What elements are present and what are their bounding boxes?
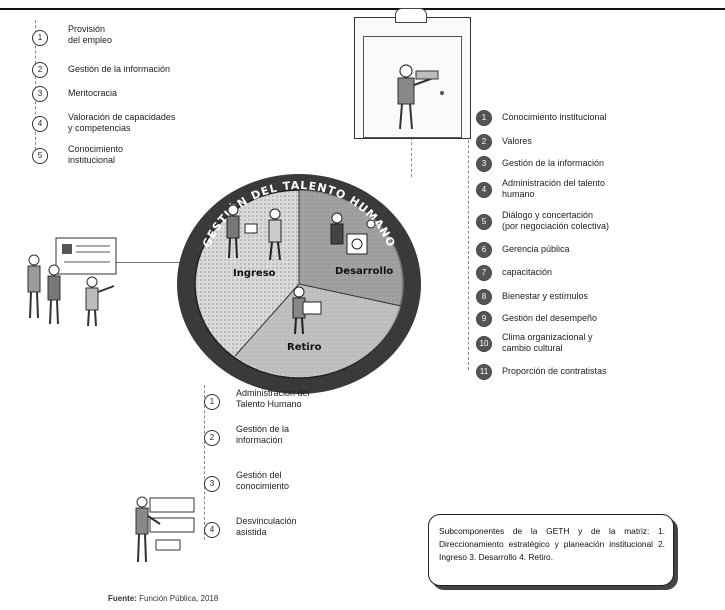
number-badge: 2 xyxy=(32,62,48,78)
connector-bottom-vertical xyxy=(204,385,205,540)
number-badge: 7 xyxy=(476,265,492,281)
item-label: Gestión del conocimiento xyxy=(236,470,290,491)
number-badge: 4 xyxy=(204,522,220,538)
person-icon xyxy=(397,64,444,130)
item-label: Administración del Talento Humano xyxy=(236,388,310,409)
item-label: Diálogo y concertación (por negociación … xyxy=(502,210,610,231)
elevator-illustration xyxy=(354,8,471,139)
item-label: Valores xyxy=(502,136,532,146)
item-label: Meritocracia xyxy=(68,88,118,98)
item-label: Gestión de la información xyxy=(68,64,171,74)
ingreso-label: Ingreso xyxy=(233,268,276,279)
item-label: Gestión de la información xyxy=(502,158,605,168)
sector-divider xyxy=(234,283,300,357)
elevator-cabin xyxy=(363,36,462,138)
number-badge: 11 xyxy=(476,364,492,380)
connector-right-vertical xyxy=(468,120,469,370)
item-label: Valoración de capacidades y competencias xyxy=(68,112,176,133)
item-label: Conocimiento institucional xyxy=(68,144,124,165)
callout-text: Subcomponentes de la GETH y de la matriz… xyxy=(439,526,665,562)
retiro-label: Retiro xyxy=(287,342,322,353)
item-label: capacitación xyxy=(502,267,553,277)
talent-wheel-diagram: GESTIÓN DEL TALENTO HUMANO Ingreso Desar… xyxy=(177,174,421,394)
item-label: Gestión de la información xyxy=(236,424,290,445)
number-badge: 8 xyxy=(476,289,492,305)
number-badge: 10 xyxy=(476,336,492,352)
subcomponents-callout: Subcomponentes de la GETH y de la matriz… xyxy=(428,514,674,586)
exit-person-illustration xyxy=(135,496,195,563)
item-label: Bienestar y estímulos xyxy=(502,291,589,301)
sector-divider xyxy=(298,283,402,307)
number-badge: 3 xyxy=(32,86,48,102)
item-label: Provisión del empleo xyxy=(68,24,113,45)
number-badge: 4 xyxy=(476,182,492,198)
source-note: Fuente: Función Pública, 2018 xyxy=(108,594,218,603)
number-badge: 1 xyxy=(476,110,492,126)
ingreso-figures xyxy=(226,204,282,261)
desarrollo-figures xyxy=(330,212,376,255)
number-badge: 9 xyxy=(476,311,492,327)
number-badge: 4 xyxy=(32,116,48,132)
item-label: Conocimiento institucional xyxy=(502,112,607,122)
desarrollo-label: Desarrollo xyxy=(335,266,393,277)
number-badge: 3 xyxy=(476,156,492,172)
retiro-figure xyxy=(292,286,322,335)
presentation-board-icon xyxy=(55,237,117,275)
top-rule xyxy=(0,8,725,10)
number-badge: 3 xyxy=(204,476,220,492)
item-label: Administración del talento humano xyxy=(502,178,606,199)
number-badge: 1 xyxy=(32,30,48,46)
number-badge: 1 xyxy=(204,394,220,410)
source-text: Función Pública, 2018 xyxy=(139,594,219,603)
number-badge: 5 xyxy=(476,214,492,230)
item-label: Gerencia pública xyxy=(502,244,570,254)
item-label: Gestión del desempeño xyxy=(502,313,598,323)
number-badge: 2 xyxy=(476,134,492,150)
planning-team-illustration xyxy=(27,237,117,327)
corner-mark: ˈ xyxy=(715,13,717,19)
number-badge: 6 xyxy=(476,242,492,258)
item-label: Clima organizacional y cambio cultural xyxy=(502,332,593,353)
retiro-sector xyxy=(235,284,401,377)
number-badge: 5 xyxy=(32,148,48,164)
number-badge: 2 xyxy=(204,430,220,446)
connector-elevator-vertical xyxy=(411,137,412,177)
elevator-indicator xyxy=(395,8,427,23)
connector-left-horizontal xyxy=(100,262,180,263)
item-label: Desvinculación asistida xyxy=(236,516,297,537)
source-label: Fuente: xyxy=(108,594,137,603)
item-label: Proporción de contratistas xyxy=(502,366,607,376)
